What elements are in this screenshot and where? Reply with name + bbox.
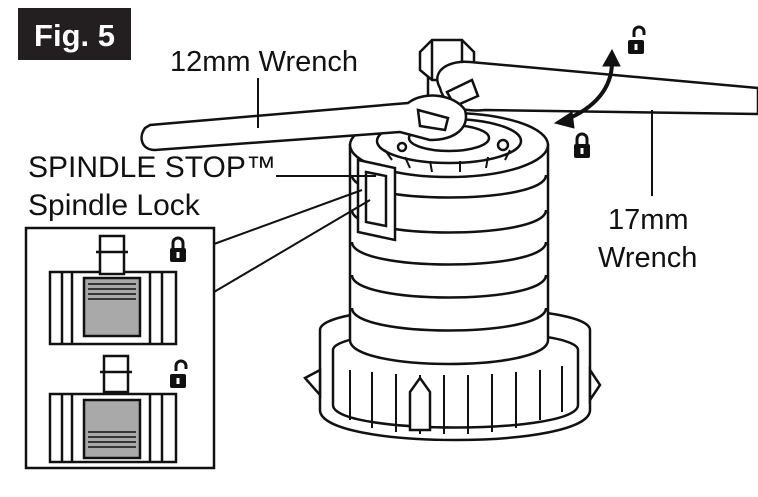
rotation-arrow [553,48,621,129]
inset-detail [24,226,216,470]
leader-lines [213,78,653,293]
wrench-17mm [436,60,758,116]
figure-badge: Fig. 5 [18,8,131,60]
callout-17mm-line2: Wrench [598,242,698,274]
figure-label: Fig. 5 [34,18,115,53]
wrench-12mm [140,94,468,152]
inset-locked-detail [48,234,178,346]
callout-spindle-stop: SPINDLE STOP™ [28,151,276,184]
tool-housing [303,111,602,442]
callout-17mm-line1: 17mm [608,204,689,236]
lock-open-icon [626,25,646,56]
lock-closed-icon [572,132,592,160]
callout-12mm-wrench: 12mm Wrench [170,46,359,78]
inset-unlocked-detail [48,354,178,464]
callout-spindle-lock: Spindle Lock [28,189,200,222]
